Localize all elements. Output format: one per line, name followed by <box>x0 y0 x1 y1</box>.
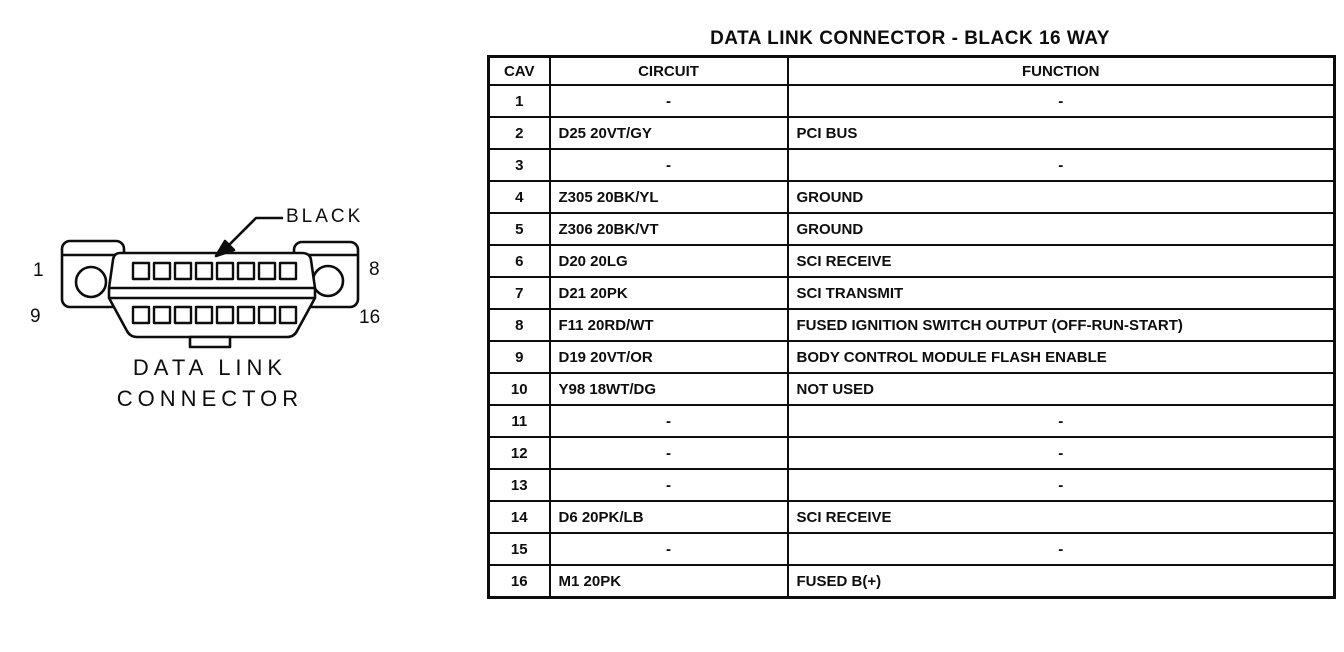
diagram-caption: DATA LINK CONNECTOR <box>20 352 400 414</box>
data-link-connector-drawing-icon <box>60 216 360 349</box>
function-cell: PCI BUS <box>786 116 1336 150</box>
circuit-cell: - <box>548 404 789 438</box>
cav-cell: 7 <box>487 276 551 310</box>
function-cell: - <box>786 148 1336 182</box>
function-cell: - <box>786 404 1336 438</box>
function-cell: - <box>786 84 1336 118</box>
cav-cell: 6 <box>487 244 551 278</box>
cav-cell: 8 <box>487 308 551 342</box>
cav-cell: 16 <box>487 564 551 599</box>
pinout-row: 13-- <box>487 468 1336 502</box>
cav-cell: 4 <box>487 180 551 214</box>
circuit-cell: D19 20VT/OR <box>548 340 789 374</box>
pinout-row: 11-- <box>487 404 1336 438</box>
connector-diagram: BLACK 1 8 9 16 DATA LINK CONNECTOR <box>0 0 480 652</box>
circuit-cell: D25 20VT/GY <box>548 116 789 150</box>
circuit-cell: - <box>548 532 789 566</box>
circuit-cell: Z306 20BK/VT <box>548 212 789 246</box>
cav-cell: 15 <box>487 532 551 566</box>
connector-color-label: BLACK <box>286 206 364 227</box>
circuit-cell: - <box>548 436 789 470</box>
function-cell: - <box>786 468 1336 502</box>
circuit-cell: - <box>548 468 789 502</box>
function-cell: BODY CONTROL MODULE FLASH ENABLE <box>786 340 1336 374</box>
function-cell: - <box>786 532 1336 566</box>
circuit-cell: D20 20LG <box>548 244 789 278</box>
pin-label-8: 8 <box>369 259 380 280</box>
diagram-caption-line1: DATA LINK <box>132 355 288 380</box>
circuit-cell: D21 20PK <box>548 276 789 310</box>
circuit-cell: - <box>548 84 789 118</box>
pinout-row: 3-- <box>487 148 1336 182</box>
function-cell: FUSED B(+) <box>786 564 1336 599</box>
cav-cell: 13 <box>487 468 551 502</box>
header-row: CAV CIRCUIT FUNCTION <box>487 55 1336 86</box>
col-header-cav: CAV <box>487 55 551 86</box>
circuit-cell: F11 20RD/WT <box>548 308 789 342</box>
cav-cell: 1 <box>487 84 551 118</box>
pin-label-1: 1 <box>33 260 44 281</box>
cav-cell: 12 <box>487 436 551 470</box>
function-cell: FUSED IGNITION SWITCH OUTPUT (OFF-RUN-ST… <box>786 308 1336 342</box>
circuit-cell: D6 20PK/LB <box>548 500 789 534</box>
col-header-circuit: CIRCUIT <box>548 55 789 86</box>
function-cell: SCI RECEIVE <box>786 244 1336 278</box>
cav-cell: 11 <box>487 404 551 438</box>
pinout-row: 1-- <box>487 84 1336 118</box>
black-callout-arrow-icon <box>214 216 283 258</box>
cav-cell: 5 <box>487 212 551 246</box>
pin-label-9: 9 <box>30 306 41 327</box>
circuit-cell: M1 20PK <box>548 564 789 599</box>
cav-cell: 9 <box>487 340 551 374</box>
table-title: DATA LINK CONNECTOR - BLACK 16 WAY <box>710 28 1110 49</box>
cav-cell: 3 <box>487 148 551 182</box>
cav-cell: 10 <box>487 372 551 406</box>
function-cell: - <box>786 436 1336 470</box>
pin-label-16: 16 <box>359 307 381 328</box>
function-cell: SCI TRANSMIT <box>786 276 1336 310</box>
function-cell: NOT USED <box>786 372 1336 406</box>
col-header-function: FUNCTION <box>786 55 1336 86</box>
function-cell: SCI RECEIVE <box>786 500 1336 534</box>
pinout-row: 12-- <box>487 436 1336 470</box>
circuit-cell: Z305 20BK/YL <box>548 180 789 214</box>
pinout-row: 15-- <box>487 532 1336 566</box>
pin-row-top <box>131 261 298 281</box>
pinout-section: DATA LINK CONNECTOR - BLACK 16 WAY CAV C… <box>487 28 1336 599</box>
function-cell: GROUND <box>786 180 1336 214</box>
cav-cell: 2 <box>487 116 551 150</box>
circuit-cell: Y98 18WT/DG <box>548 372 789 406</box>
pin-row-bottom <box>131 305 298 325</box>
circuit-cell: - <box>548 148 789 182</box>
cav-cell: 14 <box>487 500 551 534</box>
function-cell: GROUND <box>786 212 1336 246</box>
diagram-caption-line2: CONNECTOR <box>116 386 304 411</box>
